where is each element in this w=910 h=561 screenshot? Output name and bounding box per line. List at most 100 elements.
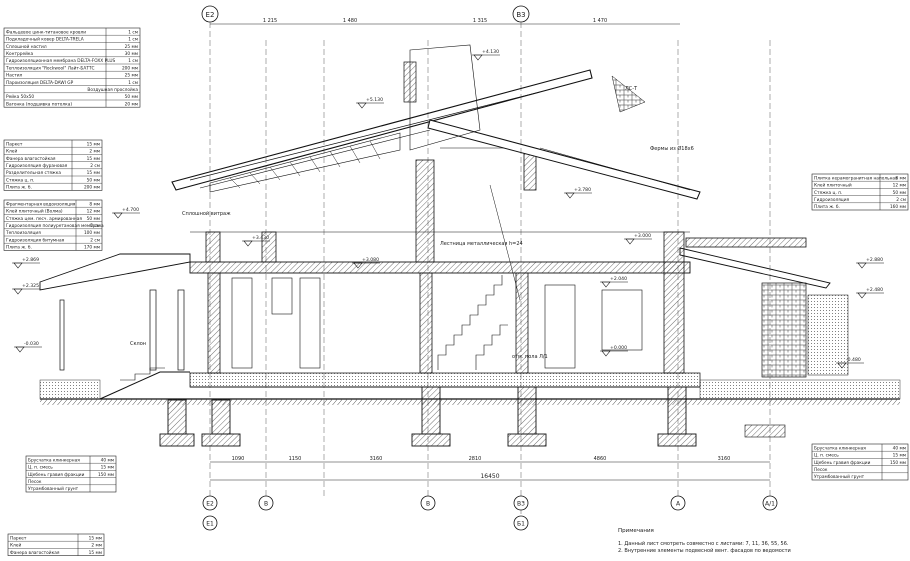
staircase-label: Лестница металлическая h=24	[440, 241, 523, 247]
level-value: +5.130	[366, 97, 383, 103]
layer-name: Гидроизоляция	[814, 197, 849, 203]
layer-name: Гидроизоляция битумная	[6, 237, 65, 243]
dimension-label: 1150	[289, 456, 302, 462]
layer-name: Гидроизоляционная мембрана DELTA-FOXX PL…	[6, 58, 116, 64]
layer-thickness: 2 мм	[91, 543, 102, 549]
layer-name: Паркет	[6, 141, 23, 147]
axis-label-top-2: В3	[516, 11, 525, 19]
level-marker: -0.480	[836, 357, 864, 369]
axis-bubble-top-2: В3	[512, 5, 530, 23]
axis-label-bottom: А	[676, 501, 681, 508]
layer-thickness: 20 мм	[125, 101, 138, 107]
axis-bubble-bottom: А/1	[762, 495, 778, 511]
layer-name: Вагонка (подшивка потолка)	[6, 101, 72, 107]
chimney-note-label: ЛС-Т	[625, 86, 638, 92]
layer-thickness: 2 мм	[89, 149, 100, 155]
axis-label-bottom: В	[264, 501, 268, 508]
terrace-columns	[59, 289, 185, 371]
layer-thickness: 40 мм	[101, 457, 114, 463]
note-2: 2. Внутренние элементы подвесной вент. ф…	[618, 547, 791, 554]
level-value: +2.869	[22, 257, 39, 263]
layer-name: Щебень гравия фракции	[28, 472, 85, 478]
layer-thickness: 25 мм	[125, 44, 138, 50]
layer-thickness: 15 мм	[89, 550, 102, 556]
layer-thickness: 1 см	[128, 58, 138, 64]
level-markers: +4.700+4.130+5.130+3.780+2.880+2.480+2.0…	[12, 49, 884, 369]
layer-name: Стяжка цем. песч. армированная	[6, 216, 82, 222]
layer-thickness: 15 мм	[101, 465, 114, 471]
level-value: +2.480	[866, 287, 883, 293]
level-value: +3.780	[574, 187, 591, 193]
level-marker: +0.000	[600, 345, 628, 357]
layer-thickness: 30 мм	[125, 51, 138, 57]
axis-bubble-bottom: Е1	[202, 515, 218, 531]
layer-thickness: 25 мм	[125, 73, 138, 79]
layer-thickness: 150 мм	[890, 460, 906, 466]
layer-name: Плита ж. б.	[6, 185, 32, 191]
layer-name: Песок	[28, 479, 42, 485]
layer-thickness: 170 мм	[84, 245, 100, 251]
axis-bubble-bottom: А	[670, 495, 686, 511]
level-value: +4.130	[482, 49, 499, 55]
layer-name: Рейка 50х50	[6, 93, 34, 100]
layer-thickness: 15 мм	[89, 535, 102, 541]
level-marker: +3.000	[624, 233, 652, 245]
layer-thickness: 8 мм	[895, 175, 906, 181]
axis-bubble-bottom: Е2	[202, 495, 218, 511]
level-marker: +4.130	[472, 49, 500, 61]
dimension-label: 1 470	[593, 18, 607, 24]
axis-bubble-bottom: В	[420, 495, 436, 511]
level-value: +4.700	[122, 207, 139, 213]
layer-name: Фанера влагостойкая	[6, 155, 56, 162]
annotations: Сплошной витраж Лестница металлическая h…	[130, 86, 694, 360]
layer-thickness: 200 мм	[122, 65, 138, 71]
layer-name: Утрамбованный грунт	[28, 485, 79, 492]
foundation-5	[657, 386, 697, 447]
ground	[39, 371, 901, 405]
stair-note-label: отм. пола Л/1	[512, 354, 548, 360]
layer-name: Утрамбованный грунт	[814, 473, 865, 480]
layer-thickness: 100 мм	[84, 230, 100, 236]
level-value: +3.430	[252, 235, 269, 241]
layer-thickness: 1 см	[128, 29, 138, 35]
level-marker: +2.869	[12, 257, 40, 269]
dimensions	[210, 23, 770, 481]
light-slab-label: Сплошной витраж	[182, 210, 231, 217]
axis-bubble-bottom: В3	[513, 495, 529, 511]
layer-thickness: 1 см	[128, 37, 138, 43]
level-marker: +2.480	[856, 287, 884, 299]
structure	[189, 147, 807, 374]
note-title: Примечания	[618, 528, 654, 534]
layer-name: Плита ж. б.	[814, 204, 840, 210]
foundation-4	[507, 386, 547, 447]
axis-bubble-bottom: Б1	[513, 515, 529, 531]
axis-label-bottom: В	[426, 501, 430, 508]
dimension-label: 3160	[370, 456, 383, 462]
layer-thickness: 40 мм	[893, 445, 906, 451]
notes: Примечания 1. Данный лист смотреть совме…	[618, 528, 791, 554]
truss-note-label: Фермы из Ø18x6	[650, 145, 694, 152]
layer-thickness: 50 мм	[893, 190, 906, 196]
left-slope-label: Склон	[130, 341, 146, 347]
foundation-2	[201, 399, 241, 447]
layer-name: Фрагментарная водоизоляция	[6, 201, 76, 207]
layer-name: Сплошной настил	[6, 43, 47, 50]
layer-thickness: 150 мм	[98, 472, 114, 478]
layer-name: Гидроизоляция фурановая	[6, 163, 68, 169]
foundation-3	[411, 386, 451, 447]
axis-bubble-top-1: Е2	[201, 5, 219, 23]
dimension-label: 3160	[718, 456, 731, 462]
level-value: +3.080	[362, 257, 379, 263]
layer-name: Теплоизоляция	[5, 230, 41, 236]
foundation-1	[159, 399, 195, 447]
layer-thickness: 15 мм	[87, 170, 100, 176]
layer-name: Щебень гравия фракции	[814, 460, 871, 466]
layer-thickness: 2 см	[90, 237, 100, 243]
level-value: +3.000	[634, 233, 651, 239]
